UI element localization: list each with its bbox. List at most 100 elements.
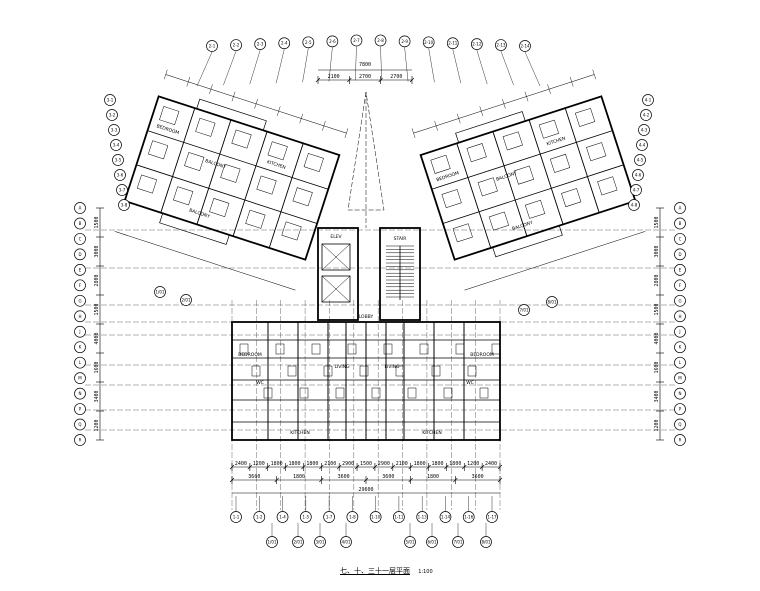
axis-bubble: [314, 536, 326, 548]
fixture: [395, 365, 405, 377]
axis-label: K: [79, 345, 82, 350]
fixture: [479, 387, 489, 399]
axis-label: M: [678, 376, 682, 381]
furniture: [597, 176, 618, 196]
axis-bubble: [674, 310, 686, 323]
axis-bubble: [74, 418, 86, 431]
dimension-value: 2800: [654, 274, 660, 286]
dimension-line: [165, 74, 347, 134]
axis-label: 1-2: [256, 515, 263, 520]
partition-wall: [442, 164, 624, 224]
axis-bubble: [110, 139, 122, 151]
axis-bubble: [74, 356, 86, 369]
dimension-value: 1800: [427, 474, 439, 480]
dimension-value: 1500: [654, 216, 660, 228]
fixture: [371, 387, 381, 399]
partition-wall: [528, 119, 564, 225]
elevator-cross: [321, 243, 351, 271]
axis-label: 1-8: [349, 515, 356, 520]
axis-bubble: [518, 304, 530, 316]
axis-bubble: [230, 39, 242, 51]
axis-bubble: [74, 341, 86, 354]
axis-label: 4-4: [639, 143, 646, 148]
furniture: [148, 140, 169, 160]
axis-label: G: [678, 298, 681, 303]
axis-bubble: [470, 38, 483, 51]
fixture: [491, 343, 501, 355]
axis-bubble: [206, 40, 218, 52]
room-label: LIVING: [334, 364, 350, 370]
dimension-line: [114, 231, 296, 291]
dimension-value: 2400: [485, 461, 497, 467]
furniture: [303, 153, 324, 172]
fixture: [287, 365, 297, 377]
axis-label: Q: [678, 422, 681, 427]
dimension-total: 7800: [359, 62, 371, 68]
axis-label: L: [679, 360, 682, 365]
axis-label: R: [79, 438, 82, 443]
axis-label: 4-3: [641, 128, 648, 133]
axis-bubble: [674, 294, 686, 307]
axis-label: B: [679, 221, 682, 226]
dimension-value: 3600: [248, 474, 260, 480]
axis-bubble: [674, 341, 686, 354]
dimension-value: 2100: [396, 461, 408, 467]
partition-wall: [431, 130, 613, 190]
dimension-value: 2100: [324, 461, 336, 467]
partition-wall: [160, 107, 196, 213]
axis-bubble: [674, 418, 686, 431]
axis-bubble: [118, 199, 130, 211]
partition-wall: [136, 164, 318, 224]
axis-label: N: [79, 391, 82, 396]
room-label: ELEV: [330, 234, 342, 240]
axis-label: 2-5: [305, 40, 312, 45]
balcony: [455, 111, 526, 144]
dimension-value: 1500: [94, 303, 100, 315]
axis-bubble: [634, 154, 646, 166]
fixture: [299, 387, 309, 399]
partition-wall: [268, 143, 304, 249]
furniture: [430, 154, 451, 174]
fixture: [407, 387, 417, 399]
dimension-value: 3400: [94, 390, 100, 402]
dimension-value: 1600: [94, 361, 100, 373]
axis-label: A: [79, 206, 82, 211]
furniture: [586, 142, 607, 162]
axis-bubble: [74, 403, 86, 415]
dimension-value: 3400: [654, 390, 660, 402]
axis-bubble: [416, 511, 429, 523]
axis-leader: [196, 51, 213, 87]
axis-label: K: [679, 345, 682, 350]
furniture: [220, 163, 241, 183]
dimension-value: 1800: [306, 461, 318, 467]
furniture: [502, 131, 523, 151]
axis-bubble: [674, 387, 686, 400]
axis-bubble: [180, 294, 192, 306]
axis-label: P: [679, 407, 682, 412]
axis-bubble: [350, 34, 363, 47]
axis-leader: [452, 49, 462, 84]
axis-label: 4-8: [631, 203, 638, 208]
axis-label: 2-10: [424, 40, 434, 45]
axis-bubble: [340, 536, 352, 548]
axis-label: 1-7: [326, 515, 333, 520]
axis-bubble: [674, 202, 686, 214]
drawing-title-block: 七、十、三十一层平面 1:100: [340, 566, 433, 576]
axis-label: 2-3: [257, 42, 264, 47]
axis-leader: [223, 51, 237, 86]
partition-wall: [456, 143, 492, 249]
dimension-line: [413, 74, 595, 134]
dimension-value: 1800: [289, 461, 301, 467]
axis-bubble: [74, 294, 86, 307]
axis-bubble: [674, 434, 686, 446]
axis-label: E: [79, 267, 82, 272]
light-well: [347, 91, 385, 211]
axis-bubble: [632, 169, 644, 181]
fixture: [335, 387, 345, 399]
axis-label: 2-2: [233, 43, 240, 48]
dimension-value: 2400: [235, 461, 247, 467]
axis-label: H: [678, 314, 681, 319]
axis-label: 1-1: [233, 515, 240, 520]
room-label: BEDROOM: [238, 352, 262, 358]
axis-label: 1-11: [394, 515, 404, 520]
